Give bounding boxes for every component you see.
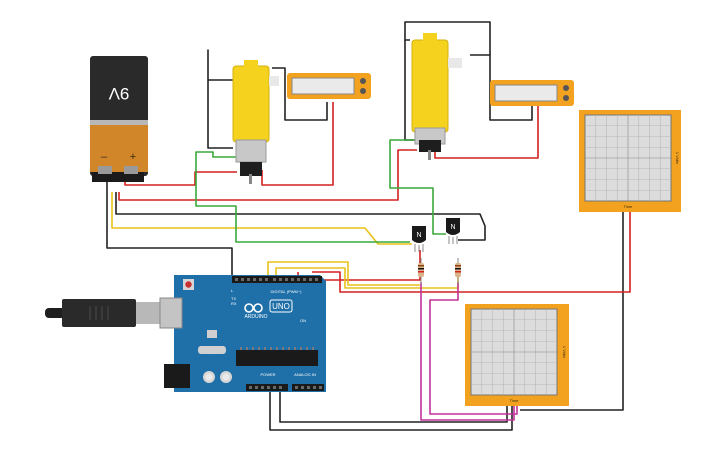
battery-plus-label: +	[130, 151, 136, 163]
lcd-display-2[interactable]	[490, 80, 574, 106]
oscilloscope-2-time-label: Time	[510, 398, 520, 403]
lcd-display-1[interactable]	[287, 73, 371, 99]
atmega-chip	[236, 350, 318, 366]
wire-red-motor1-lcd[interactable]	[261, 102, 334, 186]
tx-label: TX	[231, 296, 236, 301]
wire-red-arduino-scope1[interactable]	[312, 212, 631, 293]
resistor-1[interactable]	[418, 258, 424, 284]
dc-motor-2[interactable]	[411, 33, 462, 160]
arduino-model-label: UNO	[272, 302, 290, 311]
usb-port	[159, 297, 183, 329]
oscilloscope-1-grid	[585, 115, 671, 201]
oscilloscope-2-scale-label: 1 V/div	[562, 346, 567, 358]
wire-red-battery-motor1[interactable]	[124, 171, 237, 186]
transistor-2[interactable]: N	[446, 218, 460, 244]
power-header-label: POWER	[260, 372, 275, 377]
wire-black-scope1[interactable]	[520, 212, 624, 411]
resistor-2[interactable]	[455, 258, 461, 284]
oscilloscope-2-grid	[471, 309, 557, 395]
wire-magenta-res2[interactable]	[429, 282, 518, 415]
wire-black-motor1-loop[interactable]	[207, 49, 240, 149]
wire-red-battery-motor2[interactable]	[118, 149, 417, 201]
oscilloscope-1-scale-label: 1 V/div	[675, 152, 680, 164]
wire-green-motor1[interactable]	[195, 151, 410, 243]
wire-magenta-res1[interactable]	[420, 282, 515, 421]
wire-black-arduino-gnd[interactable]	[279, 392, 508, 423]
wire-black-lcd2[interactable]	[470, 54, 533, 121]
wires	[106, 21, 631, 431]
digital-header	[232, 276, 322, 283]
wire-black-lcd1[interactable]	[272, 67, 328, 121]
wire-black-long[interactable]	[115, 192, 486, 241]
rx-label: RX	[231, 301, 237, 306]
battery-voltage-label: 9V	[108, 84, 129, 103]
crystal	[207, 330, 217, 338]
on-led-label: ON	[300, 318, 306, 323]
l-led-label: L	[231, 288, 234, 293]
arduino-brand-label: ARDUINO	[244, 314, 267, 320]
battery-terminal-plus[interactable]	[124, 166, 138, 174]
wire-yellow-battery-transistor[interactable]	[111, 192, 412, 245]
wire-black-battery-down[interactable]	[106, 182, 233, 278]
wire-yellow-arduino-res1[interactable]	[267, 261, 420, 286]
wire-black-motor2-loop[interactable]	[404, 21, 491, 55]
usb-cable[interactable]	[45, 299, 164, 327]
battery-9v[interactable]: 9V – +	[90, 56, 148, 182]
wire-green-motor2[interactable]	[389, 139, 446, 235]
power-jack	[164, 364, 190, 388]
oscilloscope-2[interactable]: 1 V/div Time	[465, 304, 569, 406]
analog-header-label: ANALOG IN	[294, 372, 316, 377]
oscilloscope-1-time-label: Time	[624, 204, 634, 209]
dc-motor-1[interactable]	[232, 60, 279, 184]
arduino-uno-board[interactable]: DIGITAL (PWM~) ARDUINO UNO TX RX L ON PO…	[159, 275, 326, 392]
battery-terminal-minus[interactable]	[98, 166, 112, 174]
transistor-1[interactable]: N	[412, 226, 426, 252]
digital-header-label: DIGITAL (PWM~)	[271, 289, 303, 294]
arduino-logo-icon	[244, 303, 263, 313]
transistor-1-label: N	[416, 232, 421, 239]
wire-black-scope2[interactable]	[269, 392, 513, 431]
battery-minus-label: –	[101, 151, 108, 163]
wire-red-motor2-lcd[interactable]	[434, 104, 539, 159]
oscilloscope-1[interactable]: 1 V/div Time	[579, 110, 681, 212]
transistor-2-label: N	[450, 224, 455, 231]
